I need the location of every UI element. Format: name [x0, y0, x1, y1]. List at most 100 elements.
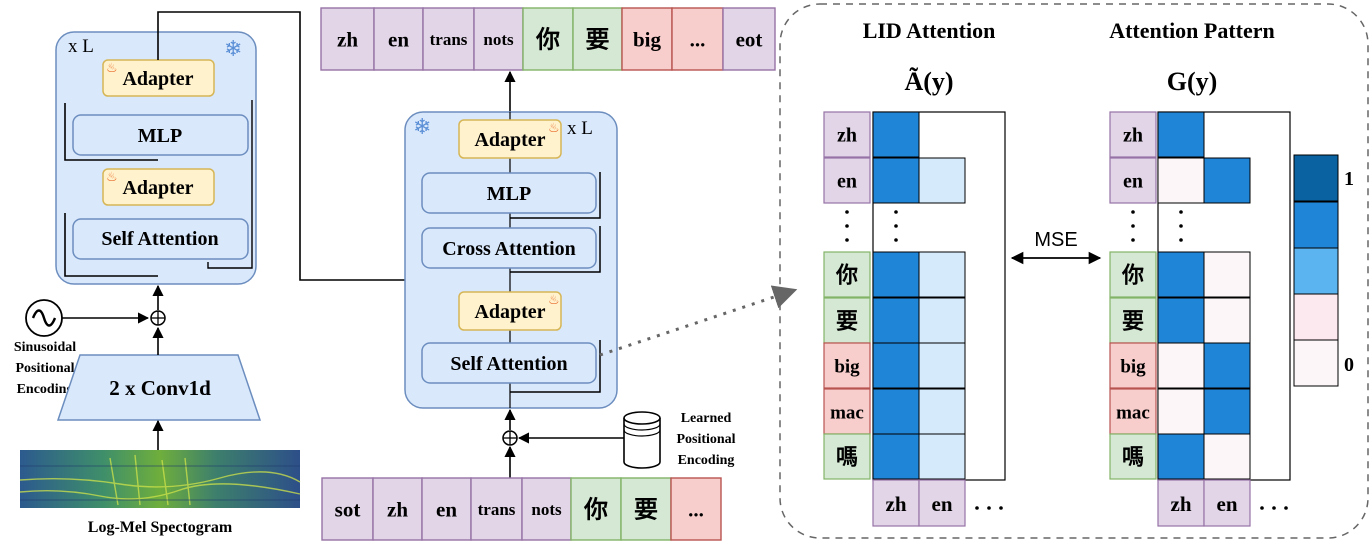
- col-token-label: zh: [886, 492, 907, 516]
- encoder-adapter-2: [102, 168, 215, 206]
- attention-cell: [1203, 388, 1251, 435]
- row-token-label: en: [837, 171, 857, 193]
- ellipsis-dot: [845, 224, 849, 228]
- row-token-cell: [1109, 111, 1157, 158]
- col-token-cell: [918, 479, 966, 527]
- ellipsis-dot: [894, 238, 898, 242]
- sinusoidal-label-3: Encoding: [17, 382, 74, 397]
- row-token-cell: [1109, 157, 1157, 204]
- spectrogram-label: Log-Mel Spectogram: [88, 519, 233, 536]
- col-token-label: zh: [1171, 492, 1192, 516]
- col-token-label: en: [1217, 492, 1238, 516]
- row-token-label: zh: [837, 125, 857, 147]
- attention-cell: [872, 251, 920, 298]
- decoder-mlp: [421, 172, 597, 214]
- attention-pattern-title: Attention Pattern: [1109, 18, 1275, 43]
- row-token-label: big: [834, 356, 860, 377]
- ellipsis-dot: [1179, 210, 1183, 214]
- colorbar-min-label: 0: [1344, 354, 1354, 376]
- row-token-cell: [823, 157, 871, 204]
- colorbar-max-label: 1: [1344, 168, 1354, 190]
- attention-cell: [1157, 297, 1205, 344]
- encoder-frozen-icon: ❄: [224, 36, 242, 61]
- encoder-block: x L ❄ Adapter ♨ MLP Adapter ♨ Self Atten…: [14, 11, 405, 536]
- token-cell: [422, 7, 475, 71]
- row-token-cell: [823, 111, 871, 158]
- token-cell: [373, 7, 424, 71]
- token-cell: [570, 477, 622, 541]
- attention-cell: [1157, 251, 1205, 298]
- row-token-label: big: [1120, 356, 1146, 377]
- token-label: 要: [586, 27, 610, 54]
- row-token-cell: [823, 251, 871, 298]
- row-token-cell: [1109, 297, 1157, 344]
- decoder-repeat-label: x L: [567, 118, 593, 139]
- conv-block: [56, 354, 262, 421]
- decoder-frozen-icon: ❄: [413, 114, 431, 139]
- token-label: zh: [387, 498, 408, 522]
- ellipsis-dot: [845, 238, 849, 242]
- fire-icon: ♨: [548, 292, 560, 307]
- row-token-cell: [1109, 251, 1157, 298]
- attention-cell: [1203, 251, 1251, 298]
- token-label: 你: [535, 27, 560, 54]
- decoder-cross-attention: [421, 227, 597, 269]
- lid-attention-symbol: Ã(y): [904, 67, 953, 96]
- ellipsis-dot: [1131, 224, 1135, 228]
- token-label: zh: [337, 28, 358, 52]
- attention-cell: [918, 157, 966, 204]
- attention-cell: [1157, 157, 1205, 204]
- token-label: en: [436, 498, 457, 522]
- lid-attention-title: LID Attention: [863, 18, 996, 43]
- learned-label-2: Positional: [676, 432, 735, 447]
- attention-cell: [872, 157, 920, 204]
- token-label: eot: [736, 28, 763, 52]
- ellipsis-dot: [1260, 506, 1264, 510]
- row-token-cell: [823, 342, 871, 389]
- ellipsis-dot: [1179, 238, 1183, 242]
- attention-cell: [918, 251, 966, 298]
- attention-cell: [872, 297, 920, 344]
- encoder-adapter-1-label: Adapter: [122, 68, 193, 90]
- row-token-label: en: [1123, 171, 1143, 193]
- attention-cell: [918, 342, 966, 389]
- spectrogram-image: [19, 450, 301, 508]
- learned-label-1: Learned: [681, 411, 732, 426]
- attention-cell: [1203, 297, 1251, 344]
- decoder-adapter-1-label: Adapter: [474, 129, 545, 151]
- token-label: ...: [688, 498, 704, 522]
- token-label: 要: [634, 497, 658, 524]
- row-token-label: 嗎: [836, 444, 858, 469]
- token-label: big: [633, 28, 662, 52]
- attention-cell: [872, 111, 920, 158]
- token-label: ...: [690, 28, 706, 52]
- decoder-cross-attention-label: Cross Attention: [442, 238, 576, 260]
- encoder-output-line: [157, 11, 405, 281]
- attention-cell: [872, 342, 920, 389]
- row-token-label: mac: [830, 402, 864, 423]
- ellipsis-dot: [894, 224, 898, 228]
- attention-cell: [872, 433, 920, 480]
- ellipsis-dot: [1131, 210, 1135, 214]
- ellipsis-dot: [1131, 238, 1135, 242]
- encoder-mlp-label: MLP: [138, 125, 182, 147]
- token-label: trans: [478, 500, 516, 519]
- attention-panel-frame: [779, 3, 1369, 539]
- row-token-label: 要: [1122, 308, 1144, 333]
- row-token-label: 你: [1121, 262, 1144, 287]
- colorbar-segment: [1293, 154, 1339, 202]
- row-token-cell: [1109, 388, 1157, 435]
- ellipsis-dot: [987, 506, 991, 510]
- attention-cell: [1157, 342, 1205, 389]
- col-token-cell: [1203, 479, 1251, 527]
- token-cell: [722, 7, 776, 71]
- fire-icon: ♨: [548, 120, 560, 135]
- attention-cell: [1157, 388, 1205, 435]
- attention-panel: LID Attention Ã(y) Attention Pattern G(y…: [779, 3, 1369, 539]
- attention-cell: [918, 297, 966, 344]
- token-label: sot: [335, 498, 361, 522]
- decoder-adapter-2-label: Adapter: [474, 301, 545, 323]
